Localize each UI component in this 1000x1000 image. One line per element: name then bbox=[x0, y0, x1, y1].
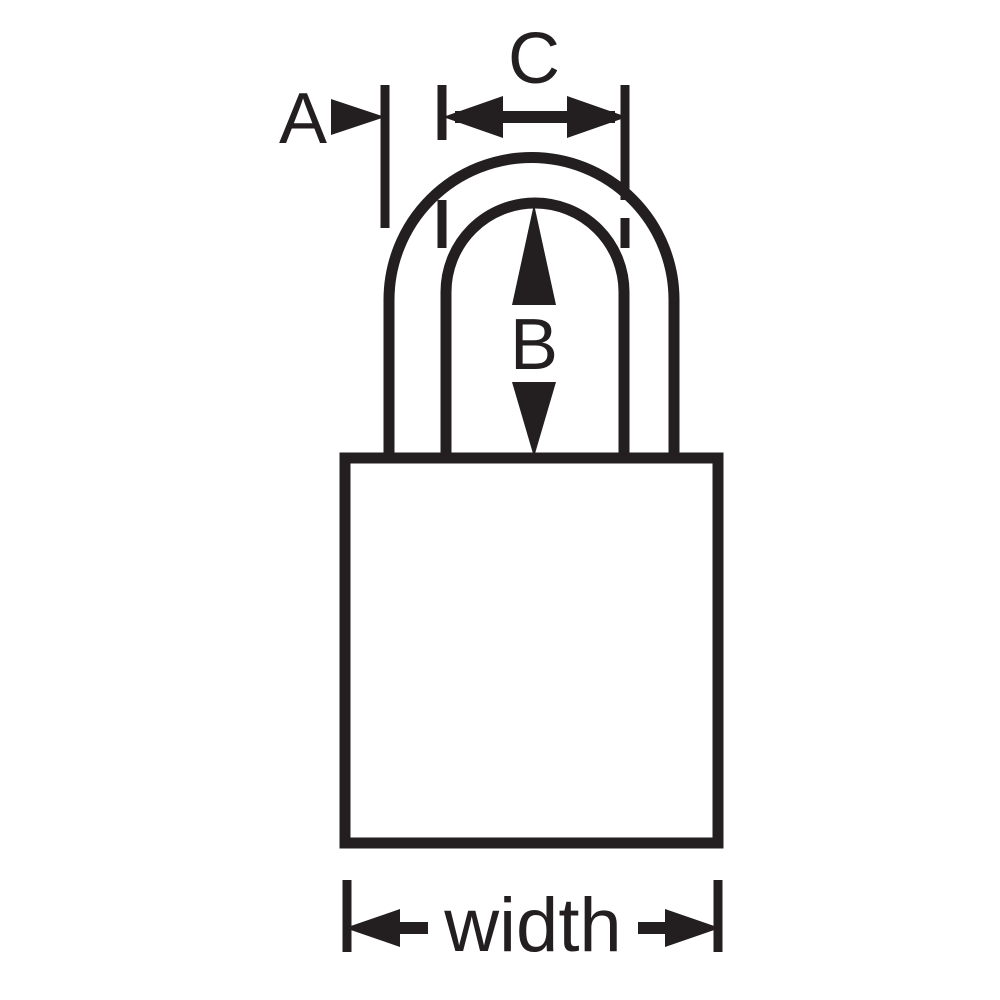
arrowhead-b-up bbox=[512, 204, 556, 305]
dimension-b-group: B bbox=[510, 204, 558, 457]
lock-body-rect bbox=[339, 452, 724, 849]
arrowhead-a-right bbox=[331, 99, 385, 135]
dimension-width-group: width bbox=[342, 880, 723, 968]
dimension-c-group: C bbox=[443, 19, 630, 248]
shackle-group bbox=[383, 152, 680, 462]
dimension-label-width: width bbox=[443, 883, 621, 968]
arrowhead-c-left bbox=[443, 96, 503, 138]
dimension-a-group: A bbox=[279, 79, 447, 248]
dimension-label-c: C bbox=[508, 19, 560, 99]
arrowhead-b-down bbox=[512, 382, 556, 457]
shackle-inner-path bbox=[440, 197, 630, 462]
shackle-outer-path bbox=[383, 152, 680, 462]
arrowhead-c-right bbox=[567, 96, 627, 138]
arrowhead-width-left bbox=[345, 909, 400, 947]
arrowhead-width-right bbox=[665, 909, 720, 947]
lock-body-group bbox=[339, 452, 724, 849]
dimension-label-b: B bbox=[510, 305, 558, 385]
dimension-label-a: A bbox=[279, 79, 327, 159]
